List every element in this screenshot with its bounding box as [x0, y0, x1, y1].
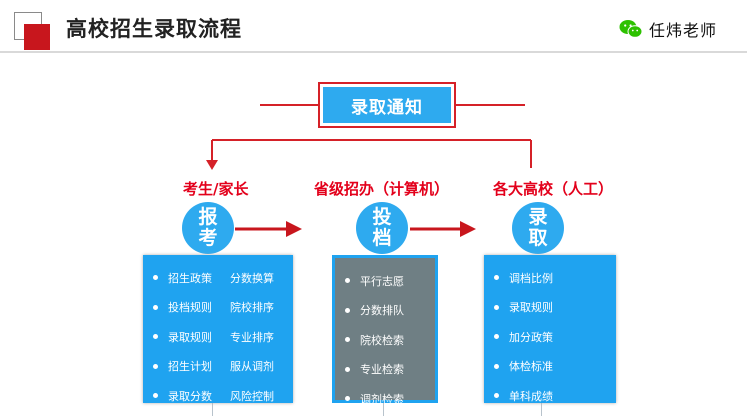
list-item-text: 加分政策	[509, 330, 553, 344]
list-item: 招生政策 分数换算	[153, 263, 283, 293]
list-item-left: 投档规则	[168, 301, 212, 315]
brand-name: 任炜老师	[648, 21, 717, 40]
list-item-text: 分数排队	[360, 304, 404, 318]
bullet-icon	[345, 366, 350, 372]
header-divider	[0, 51, 747, 53]
list-item: 调剂检索	[345, 384, 425, 414]
stage-3-heading: 各大高校（人工）	[493, 180, 614, 198]
stage-3-list: 调档比例 录取规则 加分政策 体检标准 单科成绩	[484, 255, 616, 403]
page-title: 高校招生录取流程	[66, 17, 242, 41]
list-item: 录取规则 专业排序	[153, 322, 283, 352]
brand: 任炜老师	[619, 17, 717, 41]
stage-1-circle: 报 考	[182, 202, 234, 254]
wechat-icon	[619, 20, 643, 38]
bullet-icon	[345, 278, 350, 284]
bullet-icon	[494, 363, 499, 369]
list-item-text: 院校检索	[360, 333, 404, 347]
feedback-arrowhead	[206, 160, 218, 170]
stage-1-char-2: 考	[198, 227, 218, 249]
list-item: 调档比例	[494, 263, 606, 293]
list-item-left: 招生计划	[168, 360, 212, 374]
stage-1-heading: 考生/家长	[183, 180, 249, 198]
stage-2-char-2: 档	[372, 227, 392, 249]
list-item-text: 单科成绩	[509, 389, 553, 403]
list-item-left: 招生政策	[168, 271, 212, 285]
list-item-right: 风险控制	[230, 389, 274, 403]
list-item-left: 录取分数	[168, 389, 212, 403]
list-item: 投档规则 院校排序	[153, 293, 283, 323]
bullet-icon	[494, 275, 499, 281]
stage-3-char-2: 取	[528, 227, 548, 249]
list-item-text: 体检标准	[509, 360, 553, 374]
list-item: 录取规则	[494, 293, 606, 323]
guide-line	[212, 403, 213, 416]
bullet-icon	[494, 334, 499, 340]
bullet-icon	[345, 396, 350, 402]
stage-2-list: 平行志愿 分数排队 院校检索 专业检索 调剂检索	[332, 255, 438, 406]
arrow-to-stage-2	[286, 221, 302, 237]
list-item-left: 录取规则	[168, 330, 212, 344]
list-item-text: 专业检索	[360, 363, 404, 377]
stage-1-list: 招生政策 分数换算 投档规则 院校排序 录取规则 专业排序 招生计划 服从调剂 录取分数…	[143, 255, 293, 403]
bullet-icon	[345, 307, 350, 313]
list-item: 体检标准	[494, 352, 606, 382]
list-item-right: 院校排序	[230, 301, 274, 315]
arrow-to-stage-3	[460, 221, 476, 237]
bullet-icon	[153, 334, 158, 340]
guide-line	[383, 403, 384, 416]
header-red-square	[24, 24, 50, 50]
list-item-text: 平行志愿	[360, 274, 404, 288]
admission-notice-box: 录取通知	[318, 82, 456, 128]
bullet-icon	[153, 304, 158, 310]
list-item-text: 调档比例	[509, 271, 553, 285]
list-item: 录取分数 风险控制	[153, 381, 283, 411]
list-item: 单科成绩	[494, 381, 606, 411]
list-item: 加分政策	[494, 322, 606, 352]
list-item-text: 调剂检索	[360, 392, 404, 406]
stage-1-char-1: 报	[198, 206, 218, 228]
list-item-right: 分数换算	[230, 271, 274, 285]
list-item-right: 专业排序	[230, 330, 274, 344]
list-item: 专业检索	[345, 355, 425, 385]
stage-3-char-1: 录	[528, 206, 548, 228]
list-item-right: 服从调剂	[230, 360, 274, 374]
bullet-icon	[153, 393, 158, 399]
bullet-icon	[494, 304, 499, 310]
bullet-icon	[153, 275, 158, 281]
list-item: 平行志愿	[345, 266, 425, 296]
list-item: 招生计划 服从调剂	[153, 352, 283, 382]
list-item-text: 录取规则	[509, 301, 553, 315]
stage-2-heading: 省级招办（计算机）	[314, 180, 450, 198]
bullet-icon	[153, 363, 158, 369]
stage-3-circle: 录 取	[512, 202, 564, 254]
list-item: 分数排队	[345, 296, 425, 326]
bullet-icon	[345, 337, 350, 343]
bullet-icon	[494, 393, 499, 399]
stage-2-char-1: 投	[372, 206, 392, 228]
admission-notice-label: 录取通知	[323, 87, 451, 123]
list-item: 院校检索	[345, 325, 425, 355]
guide-line	[541, 403, 542, 416]
stage-2-circle: 投 档	[356, 202, 408, 254]
